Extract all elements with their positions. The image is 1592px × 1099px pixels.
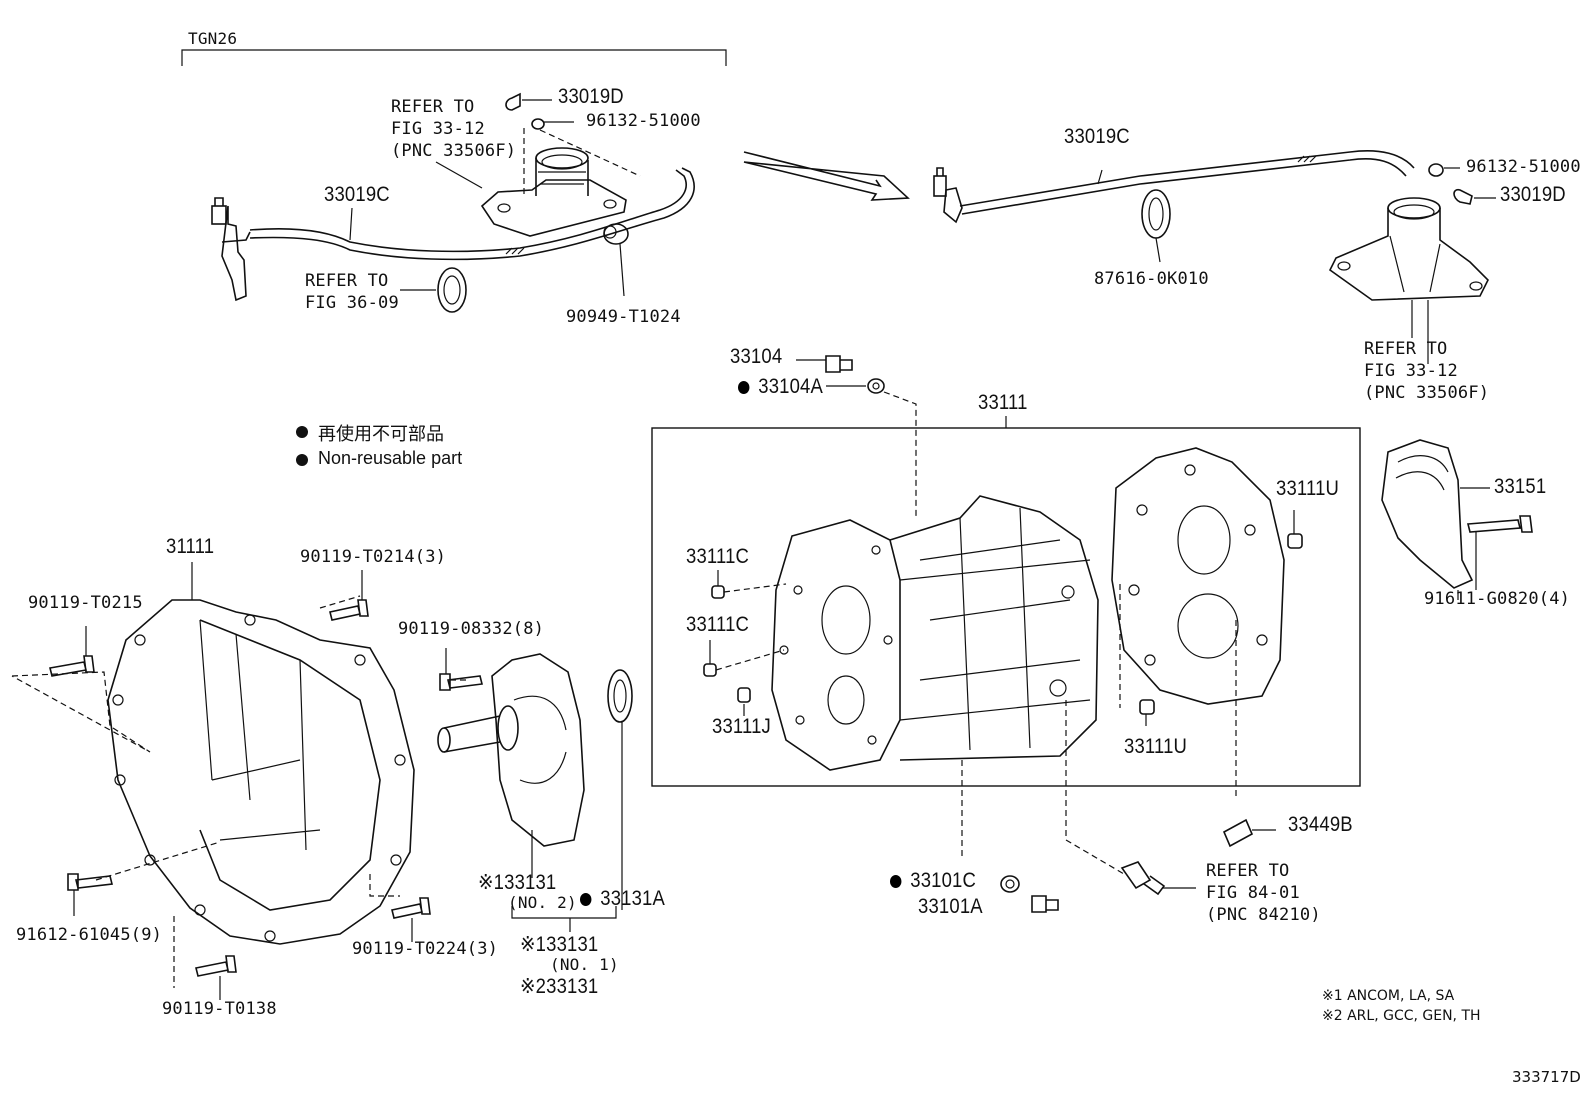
part-33101A-label[interactable]: 33101A xyxy=(918,895,983,918)
part-33111C-label-a[interactable]: 33111C xyxy=(686,545,750,568)
extension-housing-plate xyxy=(1111,447,1285,705)
part-33101C-label[interactable]: 33101C xyxy=(890,870,976,892)
part-33019C-label-right[interactable]: 33019C xyxy=(1064,125,1130,148)
part-91611-label[interactable]: 91611-G0820(4) xyxy=(1424,589,1571,609)
bolt-90119-T0215 xyxy=(49,626,95,677)
figure-id: 333717D xyxy=(1512,1068,1581,1086)
model-label: TGN26 xyxy=(188,29,238,48)
part-90119-T0138-label[interactable]: 90119-T0138 xyxy=(162,999,277,1019)
refer-fig-36-09-label[interactable]: REFER TO FIG 36-09 xyxy=(305,271,399,313)
part-33019D-label-left[interactable]: 33019D xyxy=(558,85,624,108)
breather-hose-left xyxy=(211,167,695,302)
direction-arrow xyxy=(743,151,910,201)
bolt-91611 xyxy=(1466,515,1533,590)
part-33111-label[interactable]: 33111 xyxy=(978,391,1028,414)
bell-housing-31111 xyxy=(107,562,415,945)
part-90119-T0214-label[interactable]: 90119-T0214(3) xyxy=(300,547,447,567)
part-33131-no2-label[interactable]: ※133131 xyxy=(478,871,557,894)
leader-refer-33-12-a xyxy=(435,161,483,189)
part-96132-label-left[interactable]: 96132-51000 xyxy=(586,111,701,131)
part-33111C-label-b[interactable]: 33111C xyxy=(686,613,750,636)
non-reusable-dot-icon xyxy=(890,875,902,888)
part-33104A-text: 33104A xyxy=(758,375,824,398)
breather-hose-right xyxy=(933,149,1415,224)
clip-96132-right xyxy=(1428,163,1460,177)
bolt-90119-T0138 xyxy=(195,955,237,1000)
part-33104A-label[interactable]: 33104A xyxy=(738,376,823,398)
part-33019C-label-left[interactable]: 33019C xyxy=(324,183,390,206)
bolt-90119-T0224 xyxy=(391,897,431,942)
legend-en: Non-reusable part xyxy=(318,448,463,468)
refer-fig-33-12-label-right[interactable]: REFER TO FIG 33-12 (PNC 33506F) xyxy=(1364,339,1490,403)
refer-fig-33-12-label-left[interactable]: REFER TO FIG 33-12 (PNC 33506F) xyxy=(391,97,517,161)
non-reusable-dot-icon xyxy=(738,381,750,394)
part-33151-label[interactable]: 33151 xyxy=(1494,475,1547,498)
clip-33449B xyxy=(1222,818,1276,848)
part-33131A-label[interactable]: 33131A xyxy=(580,888,665,910)
oil-seal-33131A xyxy=(607,669,633,910)
part-90119-T0224-label[interactable]: 90119-T0224(3) xyxy=(352,939,499,959)
tgn26-bracket xyxy=(181,49,727,66)
part-33131-no1-label[interactable]: ※133131 xyxy=(520,933,599,956)
part-90119-T0215-label[interactable]: 90119-T0215 xyxy=(28,593,143,613)
clamp-refer-36-09 xyxy=(400,267,467,313)
part-96132-label-right[interactable]: 96132-51000 xyxy=(1466,157,1581,177)
gasket-33104A xyxy=(826,378,885,394)
footnote-2: ※2 ARL, GCC, GEN, TH xyxy=(1322,1008,1481,1024)
bolt-90119-T0214 xyxy=(329,570,369,621)
part-33019D-label-right[interactable]: 33019D xyxy=(1500,183,1566,206)
bolt-91612 xyxy=(67,873,113,916)
pin-33111J xyxy=(737,687,751,703)
plug-33104 xyxy=(796,355,853,373)
leader-33019C-a xyxy=(349,207,353,241)
sensor-refer-84-01 xyxy=(1120,861,1196,896)
group-bracket-33131 xyxy=(511,906,617,932)
clamp-90949 xyxy=(603,223,629,297)
bearing-retainer-33131 xyxy=(437,653,585,878)
cover-33151 xyxy=(1381,439,1490,589)
part-90119-08332-label[interactable]: 90119-08332(8) xyxy=(398,619,545,639)
part-33131A-text: 33131A xyxy=(600,887,666,910)
hose-union-33019D-left xyxy=(505,92,552,111)
clip-96132-left xyxy=(531,118,574,130)
part-90949-label[interactable]: 90949-T1024 xyxy=(566,307,681,327)
part-91612-label[interactable]: 91612-61045(9) xyxy=(16,925,163,945)
part-33131-no2-sub: (NO. 2) xyxy=(508,893,577,912)
pin-33111C-a xyxy=(711,585,725,599)
pin-33111U-a xyxy=(1287,533,1303,549)
part-31111-label[interactable]: 31111 xyxy=(166,535,215,558)
pin-33111U-b xyxy=(1139,699,1155,715)
hose-union-33019D-right xyxy=(1453,188,1496,205)
part-87616-label[interactable]: 87616-0K010 xyxy=(1094,269,1209,289)
release-cylinder-mount-left xyxy=(480,147,627,237)
transmission-case xyxy=(771,495,1099,771)
part-33131-2-label[interactable]: ※233131 xyxy=(520,975,599,998)
part-33449B-label[interactable]: 33449B xyxy=(1288,813,1353,836)
footnote-1: ※1 ANCOM, LA, SA xyxy=(1322,988,1455,1004)
bolt-90119-08332 xyxy=(439,648,483,691)
gasket-33101C xyxy=(1000,875,1020,893)
part-33131-no1-sub: (NO. 1) xyxy=(550,955,619,974)
part-33104-label[interactable]: 33104 xyxy=(730,345,783,368)
plug-33101A xyxy=(1031,895,1059,913)
clip-87616 xyxy=(1141,189,1171,263)
part-33101C-text: 33101C xyxy=(910,869,977,892)
non-reusable-dot-icon xyxy=(580,893,592,906)
part-33111U-label-top[interactable]: 33111U xyxy=(1276,477,1340,500)
refer-fig-84-01-label[interactable]: REFER TO FIG 84-01 (PNC 84210) xyxy=(1206,861,1321,925)
pin-33111C-b xyxy=(703,663,717,677)
release-cylinder-mount-right xyxy=(1328,197,1489,338)
legend-jp: 再使用不可部品 xyxy=(318,424,444,444)
part-33111J-label[interactable]: 33111J xyxy=(712,715,771,738)
part-33111U-label-bottom[interactable]: 33111U xyxy=(1124,735,1188,758)
